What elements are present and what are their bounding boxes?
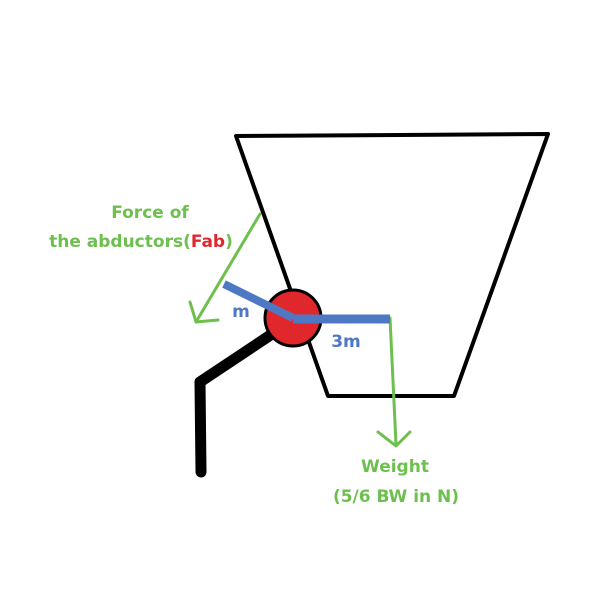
abductor-force-line <box>194 212 262 324</box>
short-arm-label: m <box>232 302 250 322</box>
weight-label-line1: Weight <box>361 457 429 477</box>
force-label-suffix: ) <box>225 232 233 252</box>
force-label-line1: Force of <box>111 203 189 223</box>
force-label-line2: the abductors(Fab) <box>49 232 233 252</box>
force-label-prefix: the abductors( <box>49 232 191 252</box>
abductor-force-arrowhead <box>188 300 220 324</box>
weight-force-line <box>388 316 398 446</box>
long-arm-label: 3m <box>331 332 361 352</box>
femur-leg <box>194 328 278 478</box>
weight-force-arrowhead <box>376 430 412 448</box>
short-moment-arm <box>222 280 295 322</box>
force-label-abbrev: Fab <box>191 232 225 252</box>
weight-label-line2: (5/6 BW in N) <box>333 487 459 507</box>
